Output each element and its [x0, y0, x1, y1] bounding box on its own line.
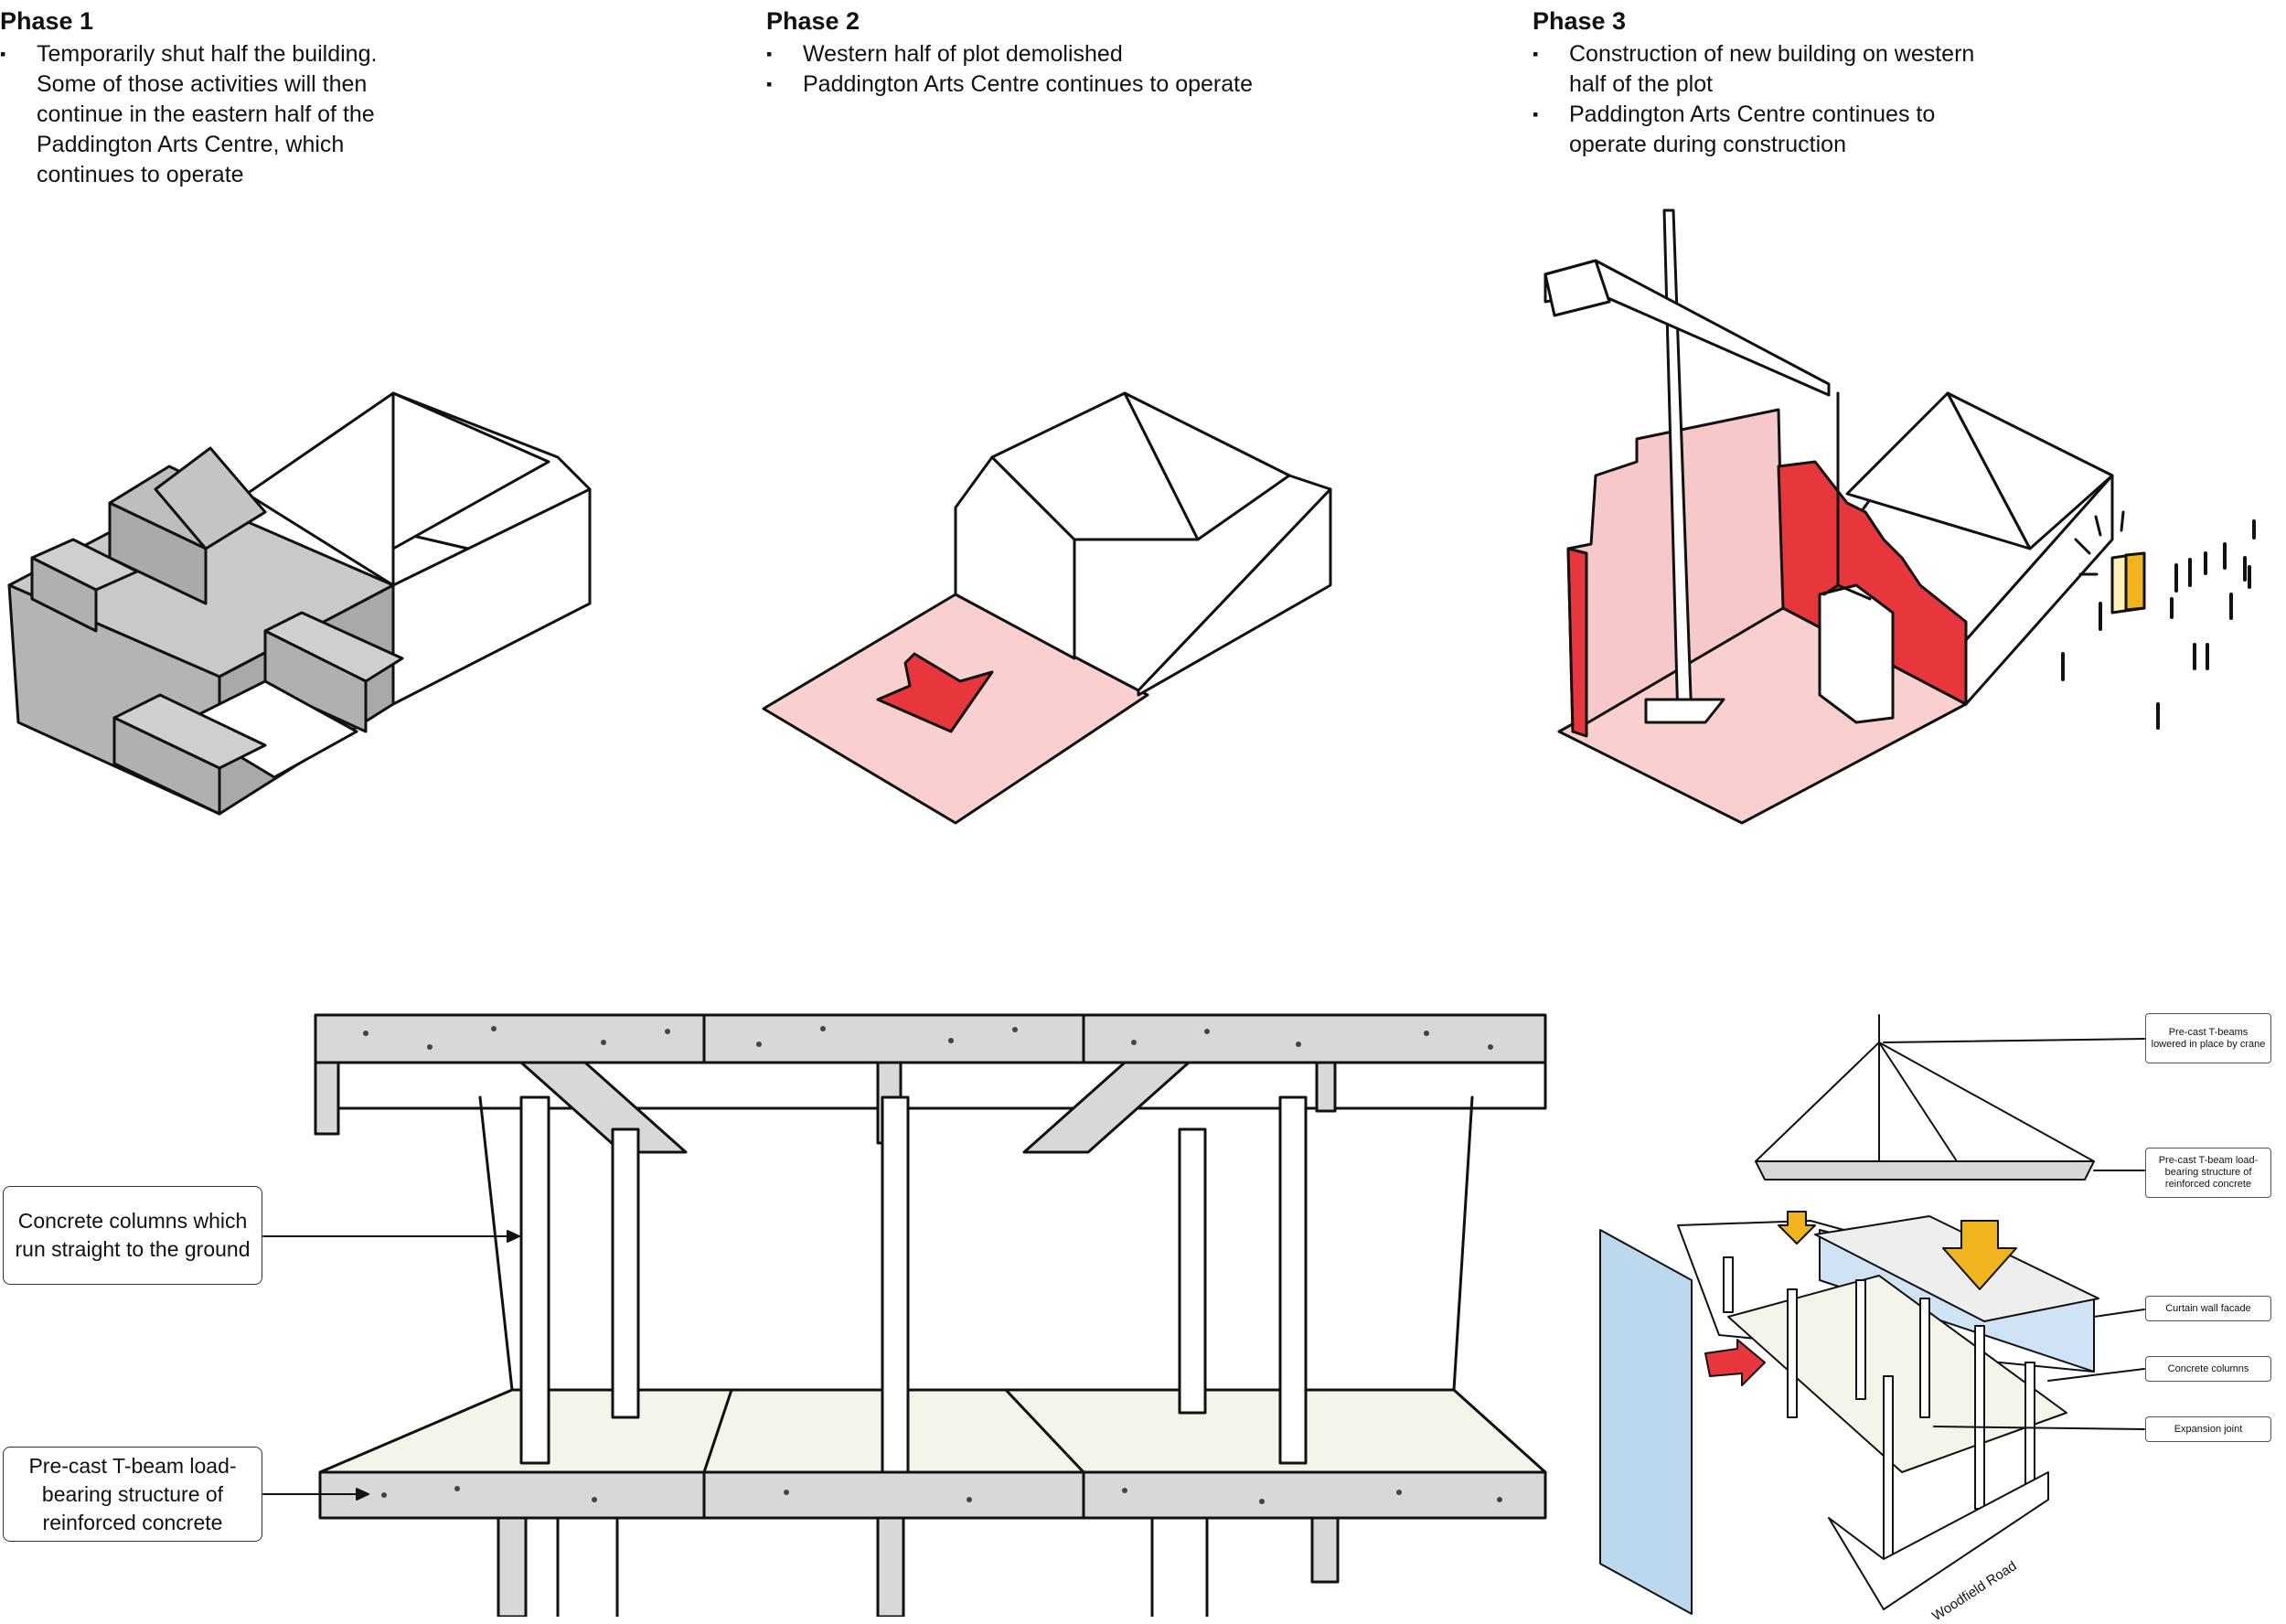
p1-courtyard	[181, 679, 358, 779]
callout-tbeam: Pre-cast T-beam load-bearing structure o…	[3, 1447, 262, 1542]
axo-col-2	[1787, 1288, 1798, 1418]
phase-3-bullet-2: Paddington Arts Centre continues to oper…	[1533, 100, 2008, 160]
axo-sling	[1755, 1042, 2095, 1162]
p1-grey-box-2-front	[263, 629, 368, 733]
label-t-beams-lowered: Pre-cast T-beams lowered in place by cra…	[2145, 1013, 2271, 1063]
p3-crane-base	[1644, 698, 1725, 724]
phase-1-text: Phase 1 Temporarily shut half the buildi…	[0, 7, 402, 190]
p2-east-front	[1137, 487, 1332, 697]
phase-3-text: Phase 3 Construction of new building on …	[1533, 7, 2008, 160]
axo-hanging-beam	[1755, 1160, 2095, 1181]
phase-1-bullet-1: Temporarily shut half the building. Some…	[0, 39, 402, 190]
axo-foundation	[1828, 1471, 2049, 1610]
axo-red-arrow	[1704, 1339, 1766, 1386]
p3-crane-counter	[1544, 259, 1611, 317]
section-leaders	[262, 1230, 520, 1501]
section-column-2	[611, 1127, 640, 1419]
label-curtain-wall: Curtain wall facade	[2145, 1296, 2271, 1321]
phase-3-bullets: Construction of new building on western …	[1533, 39, 2008, 160]
section-drawing	[314, 1013, 1547, 1617]
phase-2-building	[762, 391, 1332, 825]
p1-grey-box-1-front	[30, 556, 98, 633]
phase-2-bullet-2: Paddington Arts Centre continues to oper…	[766, 69, 1461, 100]
section-column-4	[1178, 1127, 1207, 1415]
axo-drawing	[1599, 1014, 2145, 1615]
p1-grey-tower-1-front	[108, 501, 208, 605]
section-beam-left	[519, 1061, 688, 1154]
axo-glass-wall	[1599, 1229, 1693, 1615]
section-aggregate	[363, 1026, 1502, 1504]
axo-col-3	[1855, 1279, 1866, 1400]
phase-1-building	[7, 391, 592, 816]
axo-yellow-arrow-small	[1778, 1211, 1816, 1245]
section-column-3	[881, 1095, 910, 1474]
label-expansion-joint: Expansion joint	[2145, 1416, 2271, 1442]
section-top-slab	[314, 1013, 1547, 1064]
phase-2-bullet-1: Western half of plot demolished	[766, 39, 1461, 69]
axo-yellow-arrow-big	[1942, 1220, 2017, 1290]
phase-3-title: Phase 3	[1533, 7, 1627, 35]
p3-block	[1818, 583, 1895, 724]
p3-wall-west-edge	[1566, 547, 1588, 738]
p3-door	[2124, 551, 2146, 612]
axo-col-1	[1723, 1256, 1734, 1313]
p3-hook-left	[1822, 583, 1840, 596]
section-stem-bottom-1	[497, 1516, 528, 1617]
section-stem-bottom-3	[1310, 1516, 1340, 1584]
section-column-1	[519, 1095, 550, 1465]
p1-grey-roof	[154, 446, 267, 550]
section-beam-right	[1022, 1061, 1191, 1154]
axo-roof-slab	[1814, 1215, 2099, 1322]
p2-arrow	[876, 652, 994, 733]
section-stem-bottom-2	[876, 1516, 905, 1617]
axo-col-4	[1919, 1298, 1930, 1418]
phase-2-text: Phase 2 Western half of plot demolished …	[766, 7, 1461, 100]
label-tbeam-structure: Pre-cast T-beam load-bearing structure o…	[2145, 1148, 2271, 1198]
phase-2-title: Phase 2	[766, 7, 860, 35]
axo-col-5	[1974, 1325, 1985, 1510]
section-stem-right	[1315, 1061, 1337, 1113]
phase-3-bullet-1: Construction of new building on western …	[1533, 39, 2008, 100]
p3-roof-b	[1946, 391, 2114, 550]
p3-hook-right	[1836, 583, 1872, 601]
section-column-5	[1278, 1095, 1308, 1465]
axo-col-7	[1883, 1375, 1894, 1560]
section-floor	[318, 1388, 1547, 1474]
p3-people	[2061, 519, 2256, 730]
phase-3-building	[1544, 208, 2146, 825]
section-ceiling-plane	[314, 1061, 1547, 1110]
phase-1-title: Phase 1	[0, 7, 94, 35]
p2-roof-b	[1123, 391, 1291, 541]
section-stem-left	[314, 1061, 340, 1136]
phase-1-bullets: Temporarily shut half the building. Some…	[0, 39, 402, 190]
phase-2-bullets: Western half of plot demolished Paddingt…	[766, 39, 1461, 100]
p3-wall-east	[1777, 460, 1968, 706]
p3-sparkle	[2074, 510, 2125, 576]
label-concrete-columns: Concrete columns	[2145, 1356, 2271, 1382]
section-bottom-slab	[318, 1470, 1547, 1520]
p1-roof-right	[391, 391, 550, 550]
p1-grey-box-3-front	[112, 716, 221, 816]
callout-concrete-columns: Concrete columns which run straight to t…	[3, 1186, 262, 1285]
